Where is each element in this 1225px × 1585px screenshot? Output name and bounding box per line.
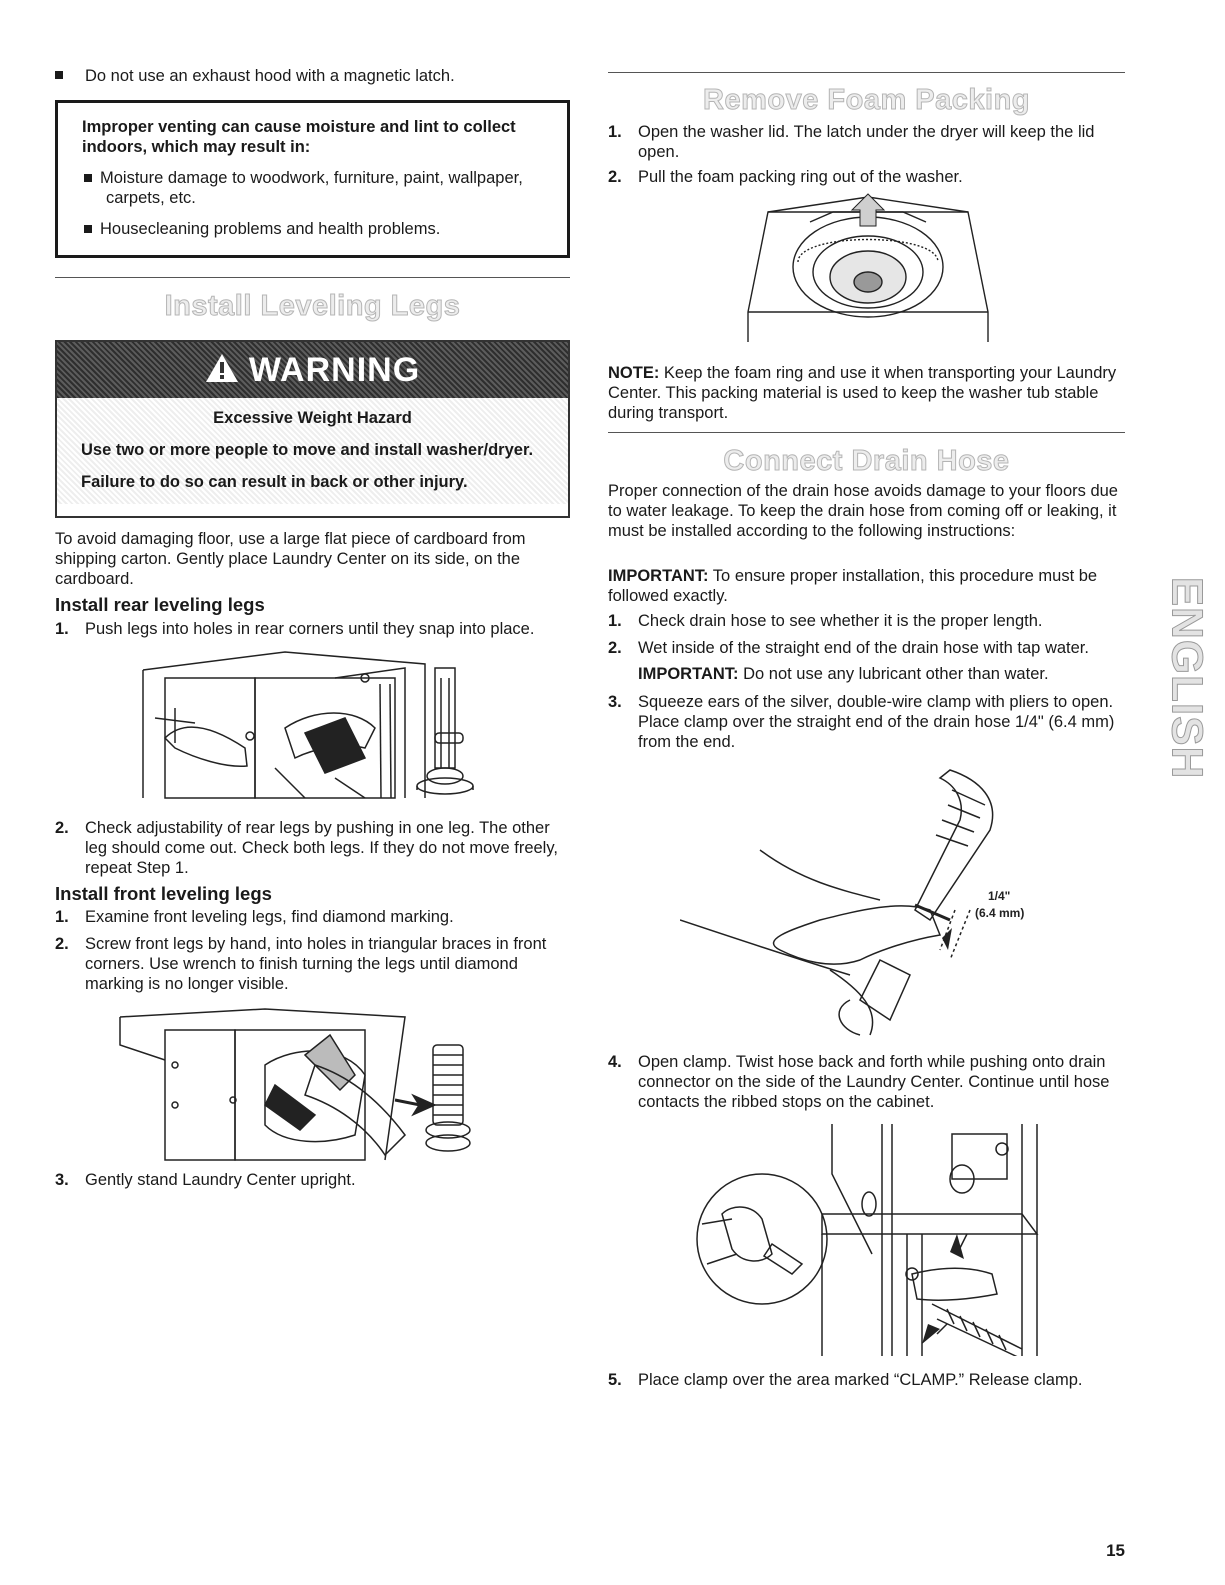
leveling-intro: To avoid damaging floor, use a large fla… [55,530,526,588]
foam-step-1: 1.Open the washer lid. The latch under t… [608,123,1095,161]
foam-note: NOTE: Keep the foam ring and use it when… [608,364,1117,422]
warning-box: WARNING Excessive Weight Hazard Use two … [55,340,570,518]
venting-caution-item: Moisture damage to woodwork, furniture, … [82,168,549,208]
bullet-square-icon [84,225,92,233]
exhaust-hood-text: Do not use an exhaust hood with a magnet… [85,67,455,85]
warning-body: Excessive Weight Hazard Use two or more … [57,398,568,504]
clamp-pliers-illustration: 1/4" (6.4 mm) [680,769,1024,1036]
front-legs-illustration [119,1008,471,1161]
rear-legs-illustration [142,651,474,799]
venting-caution-heading: Improper venting can cause moisture and … [82,118,516,156]
warning-line-2: Failure to do so can result in back or o… [81,473,468,491]
venting-caution-box: Improper venting can cause moisture and … [55,100,570,258]
bullet-square-icon [55,71,63,79]
drain-step-4: 4.Open clamp. Twist hose back and forth … [608,1053,1110,1111]
remove-foam-packing-title: Remove Foam Packing [703,84,1031,117]
warning-header: WARNING [57,342,568,398]
rear-legs-heading: Install rear leveling legs [55,594,265,615]
warning-triangle-icon [205,353,239,388]
connect-drain-hose-title: Connect Drain Hose [723,445,1010,478]
warning-line-1: Use two or more people to move and insta… [81,441,534,459]
drain-connector-illustration [696,1124,1039,1356]
drain-step-2-important: IMPORTANT: Do not use any lubricant othe… [638,665,1049,683]
clamp-label-mm: (6.4 mm) [975,906,1024,920]
drain-step-1: 1.Check drain hose to see whether it is … [608,612,1043,630]
front-step-3: 3.Gently stand Laundry Center upright. [55,1171,356,1189]
section-divider [608,432,1125,433]
language-side-tab: ENGLISH [1156,568,1216,788]
drain-step-5: 5.Place clamp over the area marked “CLAM… [608,1371,1083,1389]
language-side-tab-label: ENGLISH [1162,576,1212,780]
foam-step-2: 2.Pull the foam packing ring out of the … [608,168,963,186]
front-step-2: 2.Screw front legs by hand, into holes i… [55,935,547,993]
exhaust-hood-bullet: Do not use an exhaust hood with a magnet… [55,66,575,86]
drain-step-3: 3.Squeeze ears of the silver, double-wir… [608,693,1115,751]
page-number: 15 [1106,1541,1125,1560]
warning-signal-word: WARNING [248,350,421,389]
bullet-square-icon [84,174,92,182]
clamp-label-inch: 1/4" [988,889,1010,903]
front-step-1: 1.Examine front leveling legs, find diam… [55,908,454,926]
rear-step-2: 2.Check adjustability of rear legs by pu… [55,819,558,877]
venting-caution-item: Housecleaning problems and health proble… [82,219,549,239]
warning-hazard: Excessive Weight Hazard [213,409,412,427]
drain-step-2: 2.Wet inside of the straight end of the … [608,639,1089,657]
section-divider [55,277,570,278]
front-legs-heading: Install front leveling legs [55,883,272,904]
drain-important: IMPORTANT: To ensure proper installation… [608,567,1098,605]
drain-intro: Proper connection of the drain hose avoi… [608,482,1118,540]
install-leveling-legs-title: Install Leveling Legs [164,290,461,323]
foam-ring-illustration [747,193,989,342]
section-divider [608,72,1125,73]
rear-step-1: 1.Push legs into holes in rear corners u… [55,620,535,638]
